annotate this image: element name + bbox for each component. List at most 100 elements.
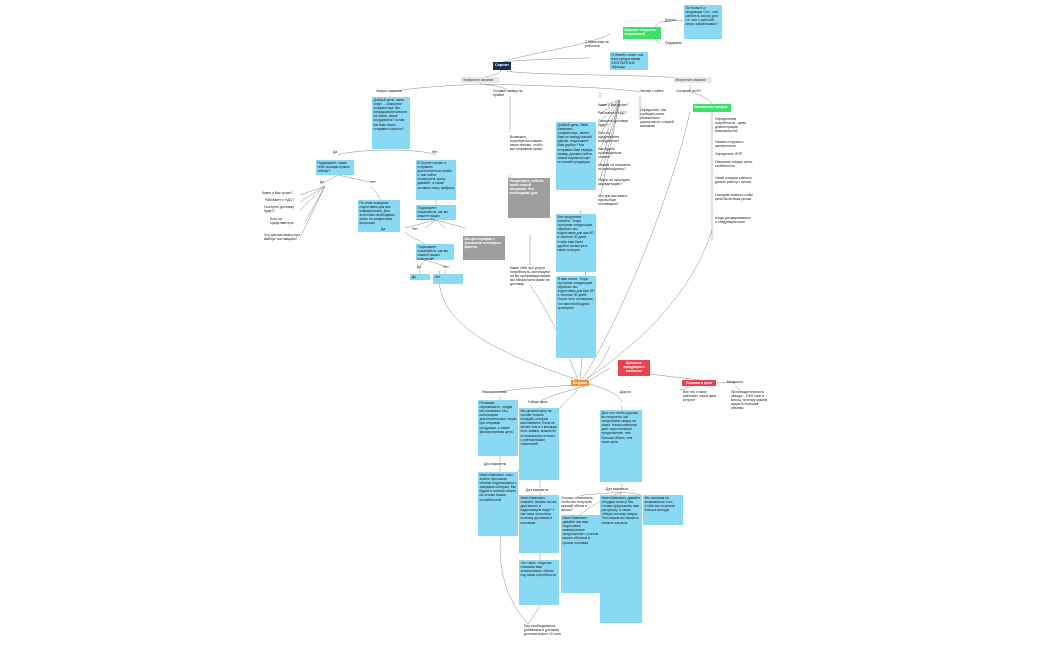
edge [299, 185, 326, 239]
edge [504, 69, 691, 81]
fixed-top-node[interactable]: Понимаю, переживаете, откуда мы начинаем… [478, 400, 518, 456]
cold-q-delivery[interactable]: Смотреть доставку будет? [598, 119, 629, 128]
fixed-options-label: Для варианты [484, 462, 507, 466]
edge [404, 231, 426, 245]
branch-flexible[interactable]: Гибкая цена [528, 400, 548, 404]
photo-facts-node[interactable]: Мы фотографии с указанием некоторых факт… [463, 236, 505, 260]
cold-q-competitors[interactable]: Есть ли предложения конкурентов? [598, 131, 620, 144]
expensive-top-node[interactable]: Для того чтобы дороже вы получили, мы пр… [600, 410, 642, 482]
leave-request-text[interactable]: Возможно, потребуется кликать какое пись… [510, 135, 543, 152]
commercial-offer-node[interactable]: По этим позициям подготовим для вас комм… [358, 200, 400, 232]
edge [502, 57, 591, 63]
branch-expensive[interactable]: Дорого [620, 390, 632, 394]
branch-leave-request[interactable]: Оставил заявку на прайсе [493, 89, 523, 98]
fixed-bottom-node[interactable]: Иван Иванович, а вы знаете при каком объ… [478, 472, 518, 536]
edge [435, 219, 466, 229]
right-item-product[interactable]: Описание товара: цена, особенности [715, 160, 753, 169]
expensive-offer-node[interactable]: Иван Иванович, давайте мы вам подготовим… [561, 515, 601, 593]
right-item-next-step[interactable]: Когда договариваемся о следующем шаге [715, 216, 751, 225]
left-question-delivery[interactable]: Смотреть доставку будет? [264, 205, 295, 214]
label-option-a: Да [381, 227, 386, 231]
right-item-positions[interactable]: Узнай позиции клиента, делать работу с ц… [715, 176, 753, 185]
expensive-payment-node[interactable]: Иван Иванович, давайте обсудим оплату. М… [600, 495, 642, 623]
price-sent-node[interactable]: Посмотрите, отбили прайс нашей компании.… [508, 178, 550, 218]
branch-capacity[interactable]: Мощность [727, 380, 744, 384]
flexible-top-node[interactable]: Мы делаем цену на основе точных позиций,… [519, 408, 559, 480]
left-question-vat[interactable]: Работаете с НДС? [265, 198, 295, 202]
root-node[interactable]: Скрипт [493, 62, 511, 70]
value-node[interactable]: Ценность продукции и компании [618, 360, 650, 376]
cold-greeting-node[interactable]: Добрый день, Иван Иванович - Альфаптица,… [556, 122, 596, 190]
label-no-1: Нет [432, 150, 438, 154]
flexible-bottom-node[interactable]: Что такое, тогда мы поможем вам скомпоно… [519, 560, 559, 605]
cold-q-vat[interactable]: Работаете с НДС? [598, 111, 628, 115]
label-yes-1: Да [333, 150, 338, 154]
free-samples-node[interactable]: В Новой с ответ: мы всех предоставим БЕС… [610, 52, 648, 70]
right-item-lpr[interactable]: Определить ЛПР [715, 152, 742, 156]
branch-think[interactable]: Подумаем [665, 41, 682, 45]
edge [589, 367, 611, 381]
left-question-important[interactable]: Что для вас важно при выборе поставщика? [264, 233, 300, 242]
objections-node[interactable]: Возражения [571, 380, 589, 386]
cold-q-important[interactable]: Что для вас важно при выборе поставщика? [598, 194, 628, 207]
edge [369, 185, 381, 201]
objection-variant-node[interactable]: Вариант открытия возражений [623, 27, 661, 39]
tail-text-node[interactable]: Какие тебе про услуги потребность, испол… [510, 266, 552, 287]
cold-followup-node[interactable]: Я вам понял. Тогда поступим следующим об… [556, 276, 596, 358]
cold-q-accreditation[interactable]: Нужно ли проходить аккредитацию? [598, 178, 631, 187]
edge [299, 185, 326, 203]
cold-q-deadlines[interactable]: Какие у Вас сроки? [598, 103, 629, 107]
flexible-mid-node[interactable]: Иван Иванович, скажите, можем ли мы дост… [519, 495, 559, 553]
label-yes-2: Да [320, 180, 325, 184]
branch-expensive-top[interactable]: Дорого [665, 18, 677, 22]
when-node[interactable]: Нет [433, 274, 463, 284]
edge [299, 185, 326, 211]
edge [337, 174, 371, 183]
edge [435, 219, 446, 229]
cold-q-payment[interactable]: Как будете производиться оплата? [598, 147, 622, 159]
edge [389, 149, 437, 156]
edge [589, 383, 623, 403]
edge [584, 229, 713, 381]
branch-agree-offer[interactable]: Согласие на КП [676, 89, 701, 93]
top-question-node[interactable]: Из Ухова К и продавцов Сон - они работат… [684, 5, 722, 39]
edge [424, 259, 446, 267]
left-question-deadlines[interactable]: Какие у Вас сроки? [262, 191, 293, 195]
send-price-node[interactable]: В Группе случае я отправлю дополнительно… [416, 160, 456, 200]
branch-second-touch[interactable]: Вторичное касание [674, 77, 712, 83]
right-item-nuances[interactable]: Смотрим нюансы чтобы цена была ниже рынк… [715, 193, 753, 202]
branch-fixed[interactable]: Фиксированная [482, 390, 507, 394]
positions-question-node[interactable]: Подскажите, какие тебе позиции нужны сей… [316, 160, 354, 175]
branch-site-calls[interactable]: Звонки с сайта [640, 89, 664, 93]
right-item-shipment[interactable]: Узнаем отгрузки и экспертность [715, 140, 744, 149]
label-yes-3: Да [417, 265, 422, 269]
agree-text-node[interactable]: Определите, как сообщать шаги, обязатель… [640, 108, 674, 129]
left-question-competitors[interactable]: Есть ли представители конкурентов? [270, 217, 294, 226]
label-no-3: Нет [443, 265, 449, 269]
edge [337, 149, 391, 156]
wants-price-node[interactable]: Подскажите пожалуйста, как вы можете ваш… [416, 244, 454, 260]
edge [299, 185, 326, 196]
terms-price-node[interactable]: Условия и цена [682, 380, 716, 386]
catalog-greeting-node[interactable]: Добрый день, меня зовут ... компании Аль… [372, 97, 410, 149]
edge [527, 604, 541, 625]
edge [304, 185, 326, 223]
label-no-2: Нет [370, 180, 376, 184]
bottom-note-text[interactable]: При необходимости добавляем в доставку д… [524, 624, 561, 637]
everyone-works-text[interactable]: Все что с нами работают, наша цена устро… [683, 390, 717, 403]
sent-node[interactable]: Да [410, 274, 430, 280]
cold-q-pricelist[interactable]: Можем ли отправить по прейскуранту? [598, 163, 631, 172]
sales-discovery-node[interactable]: Выявление продаж [693, 104, 731, 112]
expensive-benefit-node[interactable]: Мы смотрим на возможность того, чтобы вы… [643, 495, 683, 525]
branch-catalog-request[interactable]: Запрос каталога [376, 89, 402, 93]
expensive-question-text[interactable]: Сколько обозначить, чтобы вы получили ну… [561, 496, 594, 511]
expensive-options-label: Для варианты [606, 487, 629, 491]
not-worked-text[interactable]: С Вами еще не работали [585, 40, 609, 49]
branch-first-touch[interactable]: Первичное касание [461, 77, 499, 83]
capacity-text[interactable]: Производительность завода – 1000 тонн в … [731, 390, 768, 411]
flexible-options-label: Для варианты [526, 488, 549, 492]
company-question-node[interactable]: Подскажите пожалуйста, как вы можете ваш… [416, 205, 456, 220]
cold-offer-node[interactable]: Все продления понятно. Тогда поступим сл… [556, 214, 596, 272]
right-item-needs[interactable]: Определение потребности - цены, демонстр… [715, 117, 747, 133]
